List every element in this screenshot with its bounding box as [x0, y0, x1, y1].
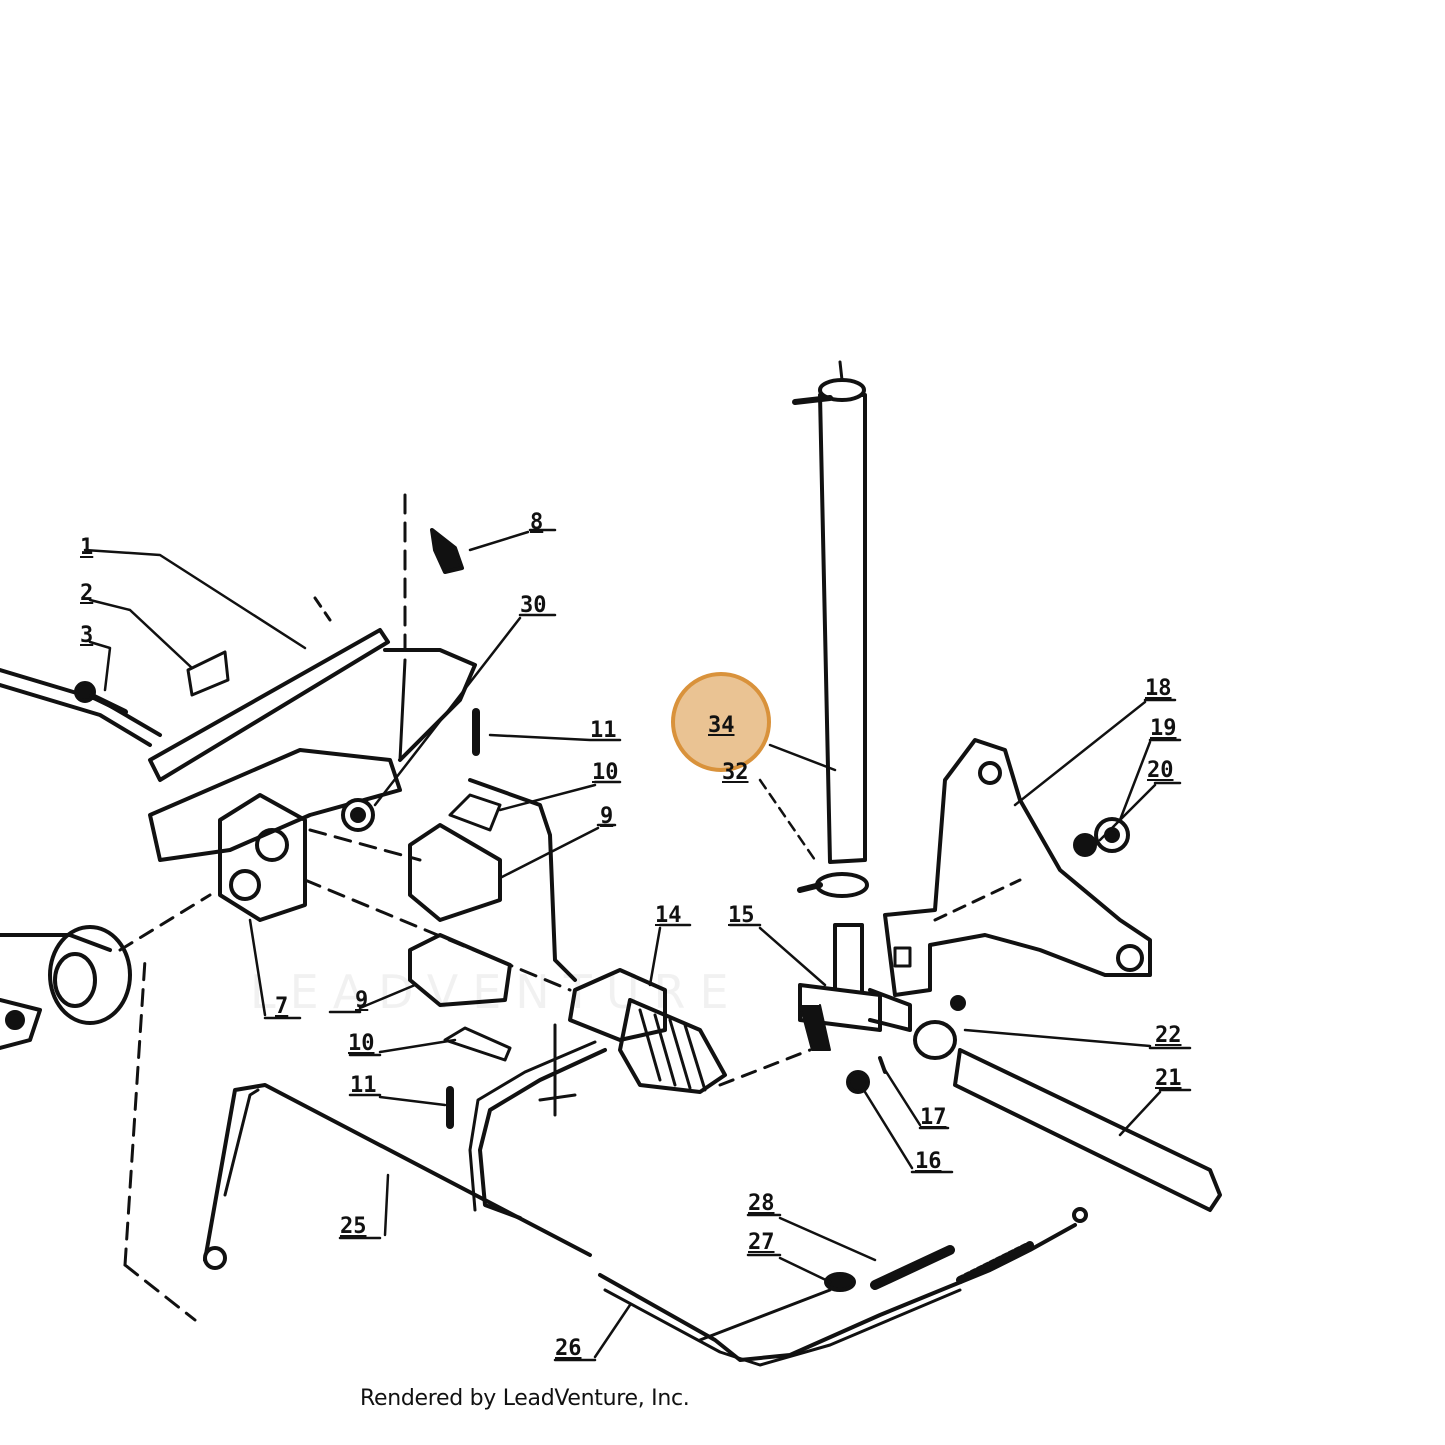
- callout-2[interactable]: 2: [80, 581, 94, 606]
- callout-28[interactable]: 28: [748, 1191, 775, 1216]
- callout-19[interactable]: 19: [1150, 716, 1177, 741]
- callout-14[interactable]: 14: [655, 903, 682, 928]
- callout-10[interactable]: 10: [592, 760, 619, 785]
- watermark-text: LEADVENTURE: [250, 965, 743, 1019]
- callout-20[interactable]: 20: [1147, 758, 1174, 783]
- highlight-marker-34[interactable]: [671, 672, 771, 772]
- callout-27[interactable]: 27: [748, 1230, 775, 1255]
- callout-21[interactable]: 21: [1155, 1066, 1182, 1091]
- callout-32[interactable]: 32: [722, 760, 749, 785]
- render-credit: Rendered by LeadVenture, Inc.: [360, 1386, 690, 1411]
- callout-3[interactable]: 3: [80, 623, 94, 648]
- callout-16[interactable]: 16: [915, 1149, 942, 1174]
- callout-17[interactable]: 17: [920, 1105, 947, 1130]
- callout-18[interactable]: 18: [1145, 676, 1172, 701]
- callout-1[interactable]: 1: [80, 535, 94, 560]
- callout-15[interactable]: 15: [728, 903, 755, 928]
- callout-9b[interactable]: 9: [355, 988, 369, 1013]
- callout-8[interactable]: 8: [530, 510, 544, 535]
- callout-25[interactable]: 25: [340, 1214, 367, 1239]
- callout-11b[interactable]: 11: [350, 1073, 377, 1098]
- callout-34[interactable]: 34: [708, 713, 735, 738]
- callout-9[interactable]: 9: [600, 804, 614, 829]
- callout-11[interactable]: 11: [590, 718, 617, 743]
- callout-22[interactable]: 22: [1155, 1023, 1182, 1048]
- callout-26[interactable]: 26: [555, 1336, 582, 1361]
- callout-10b[interactable]: 10: [348, 1031, 375, 1056]
- callout-30[interactable]: 30: [520, 593, 547, 618]
- callout-7[interactable]: 7: [275, 994, 289, 1019]
